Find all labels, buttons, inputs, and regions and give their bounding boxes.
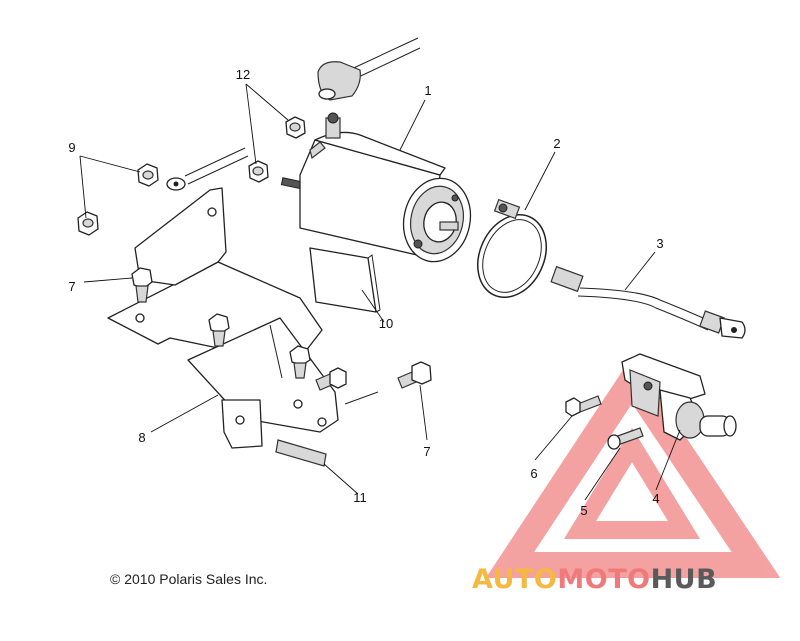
hex-nut-12-lower <box>248 160 269 183</box>
small-pad <box>275 439 327 467</box>
hex-nut-9-upper <box>137 163 159 187</box>
callout-11: 11 <box>353 490 367 505</box>
callout-5: 5 <box>580 503 587 518</box>
starter-drive-assembly <box>621 353 737 441</box>
watermark-text-moto: MOTO <box>557 564 650 595</box>
battery-cable-upper <box>317 37 421 101</box>
battery-cable-lower <box>166 147 249 191</box>
flange-bolt-side <box>315 367 347 391</box>
callout-7-left: 7 <box>68 279 75 294</box>
callout-8: 8 <box>138 430 145 445</box>
watermark-text-hub: HUB <box>651 564 718 595</box>
flange-bolt-bracket-right <box>289 345 311 379</box>
leader-lines <box>79 83 681 501</box>
callout-7-right: 7 <box>423 444 430 459</box>
starter-cable <box>550 265 746 339</box>
callout-6: 6 <box>530 466 537 481</box>
hex-bolt-6 <box>565 395 602 417</box>
callout-9: 9 <box>68 140 75 155</box>
hex-nut-9-lower <box>77 211 99 236</box>
ground-wire <box>344 391 379 405</box>
callout-10: 10 <box>379 316 393 331</box>
flange-bolt-7-right <box>397 361 432 389</box>
flange-bolt-bracket-center <box>208 313 230 347</box>
callout-3: 3 <box>656 236 663 251</box>
callout-1: 1 <box>424 83 431 98</box>
callout-2: 2 <box>553 136 560 151</box>
callout-labels: 1 2 3 4 5 6 7 7 8 9 10 11 12 <box>68 67 663 518</box>
insulator-pad <box>309 247 381 313</box>
callout-12: 12 <box>236 67 250 82</box>
starter-motor <box>280 112 472 263</box>
watermark-text-auto: AUTO <box>472 564 557 595</box>
hex-nut-12-upper <box>285 116 306 139</box>
watermark-logo-triangle <box>485 356 781 578</box>
watermark-text: AUTOMOTOHUB <box>472 564 717 595</box>
flange-bolt-7-left <box>131 267 153 303</box>
callout-4: 4 <box>652 491 659 506</box>
hose-clamp <box>477 198 547 299</box>
copyright-notice: © 2010 Polaris Sales Inc. <box>110 571 267 587</box>
socket-screw-5 <box>607 427 644 450</box>
